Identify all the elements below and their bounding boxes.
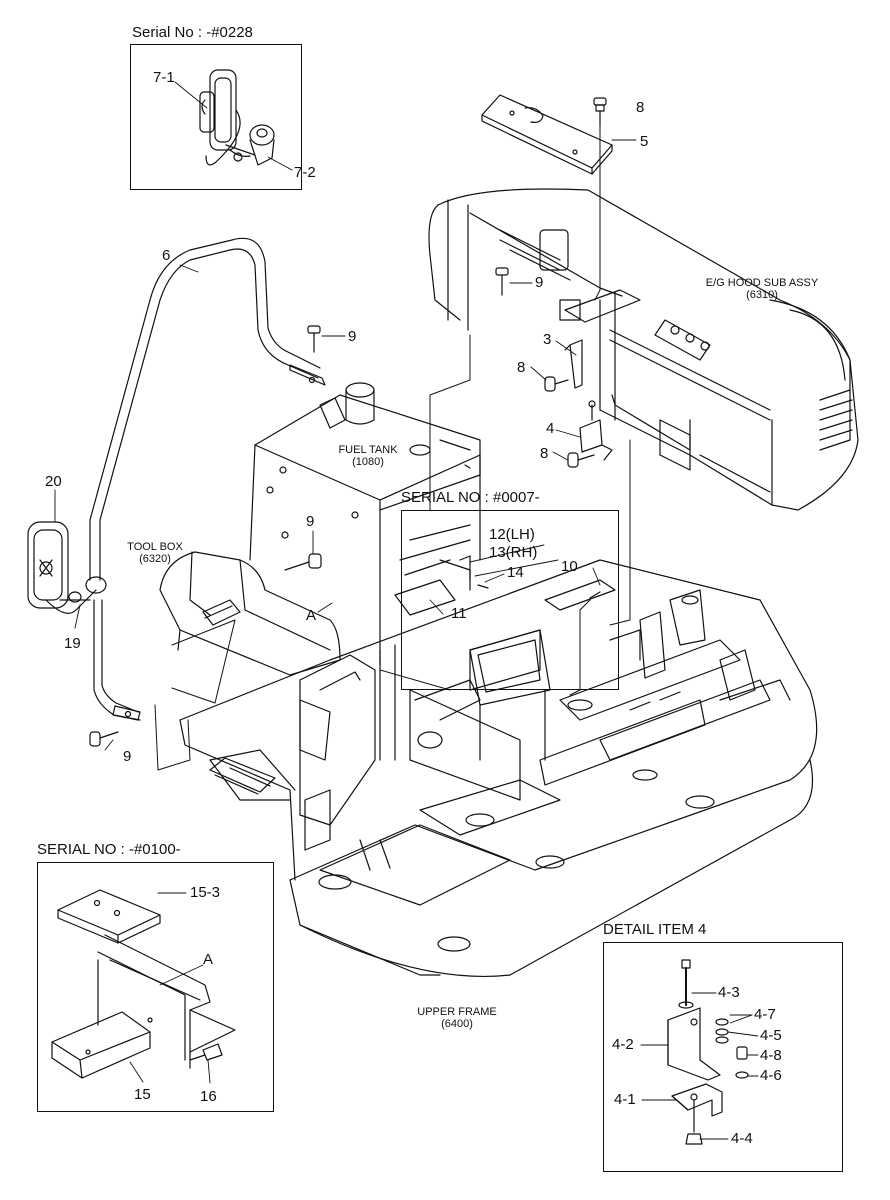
serial-0100-drawing <box>51 889 236 1079</box>
callout-14: 14 <box>507 564 524 581</box>
callout-5: 5 <box>640 133 649 150</box>
callout-a-box: A <box>203 951 214 968</box>
callout-10: 10 <box>561 558 578 575</box>
callout-4-2: 4-2 <box>612 1036 634 1053</box>
callout-6: 6 <box>162 247 171 264</box>
callout-20: 20 <box>45 473 62 490</box>
callout-8-low: 8 <box>540 445 549 462</box>
callout-9-hood: 9 <box>535 274 544 291</box>
callout-8-mid: 8 <box>517 359 526 376</box>
mirror-20-drawing <box>27 521 97 614</box>
callout-15: 15 <box>134 1086 151 1103</box>
bolt-8-top-drawing <box>593 97 607 127</box>
fuel-tank-name: FUEL TANK <box>338 444 398 456</box>
upper-frame-label: UPPER FRAME (6400) <box>402 1006 512 1030</box>
tool-box-drawing <box>159 551 341 676</box>
detail-item4-drawing <box>667 959 749 1145</box>
mirror-7-drawing <box>199 69 275 166</box>
leader-lines <box>54 81 759 1140</box>
eg-hood-code: (6310) <box>746 289 778 301</box>
serial-0100-box <box>37 862 274 1112</box>
callout-13: 13(RH) <box>489 544 538 561</box>
callout-7-2: 7-2 <box>294 164 316 181</box>
upper-frame-name: UPPER FRAME <box>417 1006 497 1018</box>
bracket-4-drawing <box>579 400 613 461</box>
callout-19: 19 <box>64 635 81 652</box>
callout-4-8: 4-8 <box>760 1047 782 1064</box>
detail-item4-title: DETAIL ITEM 4 <box>603 921 707 938</box>
bolt-8-low-drawing <box>567 452 595 468</box>
serial-0100-title: SERIAL NO : -#0100- <box>37 841 181 858</box>
fuel-tank-label: FUEL TANK (1080) <box>318 444 418 468</box>
serial-0228-title: Serial No : -#0228 <box>132 24 253 41</box>
tool-box-name: TOOL BOX <box>127 541 183 553</box>
bolt-9-bottom-drawing <box>89 731 119 747</box>
detail-item4-box <box>603 942 843 1172</box>
bracket-3-drawing <box>564 339 583 389</box>
serial-0228-box <box>130 44 302 190</box>
callout-a-main: A <box>306 607 317 624</box>
handrail-6-drawing <box>85 237 326 721</box>
serial-0007-box <box>401 510 619 690</box>
plate-5-drawing <box>481 94 613 175</box>
callout-9-bottom: 9 <box>123 748 132 765</box>
callout-8-top: 8 <box>636 99 645 116</box>
callout-7-1: 7-1 <box>153 69 175 86</box>
bolt-9-bar-drawing <box>307 325 321 353</box>
bolt-9-tank-drawing <box>284 553 322 571</box>
callout-9-tank: 9 <box>306 513 315 530</box>
callout-4: 4 <box>546 420 555 437</box>
serial-0007-title: SERIAL NO : #0007- <box>401 489 540 506</box>
callout-4-4: 4-4 <box>731 1130 753 1147</box>
callout-3: 3 <box>543 331 552 348</box>
upper-frame-code: (6400) <box>441 1018 473 1030</box>
callout-15-3: 15-3 <box>190 884 221 901</box>
callout-4-5: 4-5 <box>760 1027 782 1044</box>
callout-9-bar: 9 <box>348 328 357 345</box>
eg-hood-label: E/G HOOD SUB ASSY (6310) <box>682 277 842 301</box>
callout-11: 11 <box>451 605 467 622</box>
tool-box-label: TOOL BOX (6320) <box>110 541 200 565</box>
bolt-9-hood-drawing <box>495 267 509 296</box>
callout-12: 12(LH) <box>489 526 535 543</box>
serial-0007-drawing <box>394 524 616 691</box>
engine-hood-drawing <box>428 188 859 511</box>
callout-4-6: 4-6 <box>760 1067 782 1084</box>
callout-4-7: 4-7 <box>754 1006 776 1023</box>
tool-box-code: (6320) <box>139 553 171 565</box>
eg-hood-name: E/G HOOD SUB ASSY <box>705 277 819 289</box>
fuel-tank-drawing <box>249 382 481 666</box>
callout-4-3: 4-3 <box>718 984 740 1001</box>
bolt-8-mid-drawing <box>544 376 569 392</box>
callout-4-1: 4-1 <box>614 1091 636 1108</box>
fuel-tank-code: (1080) <box>352 456 384 468</box>
callout-16: 16 <box>200 1088 217 1105</box>
